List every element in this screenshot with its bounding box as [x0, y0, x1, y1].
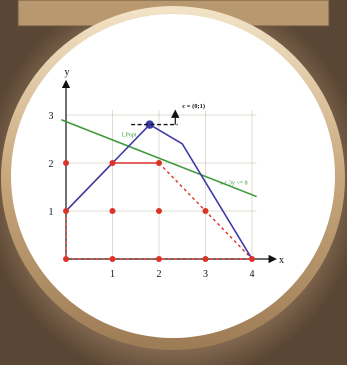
constraint-label: x + 3y <= 8 — [219, 181, 247, 187]
x-tick-label: 2 — [157, 269, 162, 280]
constraint-line — [61, 119, 257, 198]
integer-point — [63, 208, 69, 214]
y-tick-label: 1 — [49, 207, 54, 218]
integer-point — [109, 208, 116, 214]
lp-optimum-point — [145, 120, 154, 129]
plot-area: 1 2 3 4 1 2 3 x y c = (0;1) LPopt x + 3y <= 8 — [49, 67, 284, 280]
integer-point — [156, 208, 162, 214]
lp-opt-label: LPopt — [122, 133, 137, 139]
integer-point — [249, 256, 255, 262]
y-tick-label: 2 — [49, 159, 54, 170]
x-tick-label: 4 — [250, 269, 255, 280]
integer-point — [109, 160, 116, 166]
x-tick-label: 3 — [203, 269, 208, 280]
x-axis-label: x — [279, 255, 284, 266]
integer-point — [109, 256, 116, 262]
y-axis-label: y — [65, 67, 70, 78]
disc — [11, 14, 335, 338]
x-tick-label: 1 — [110, 269, 115, 280]
integer-point — [63, 160, 69, 166]
integer-point — [63, 256, 69, 262]
integer-point — [156, 256, 162, 262]
y-tick-label: 3 — [49, 111, 54, 122]
lp-relaxation-edge — [65, 123, 253, 260]
integer-point — [202, 256, 209, 262]
cost-vector-label: c = (0;1) — [182, 103, 205, 110]
integer-point — [156, 160, 162, 166]
integer-point — [202, 208, 209, 214]
